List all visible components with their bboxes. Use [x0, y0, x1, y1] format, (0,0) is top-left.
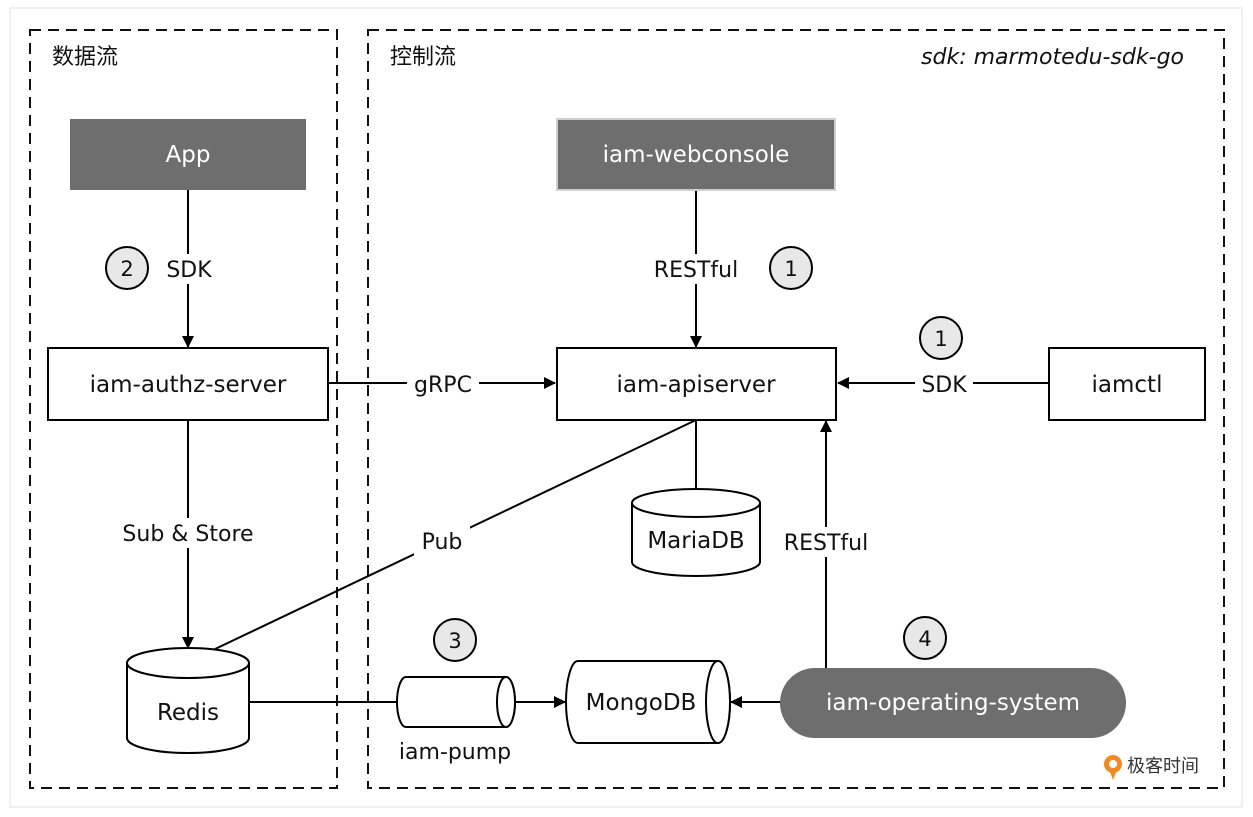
- redis-label: Redis: [157, 700, 219, 726]
- svg-text:3: 3: [448, 629, 461, 653]
- control-flow-section: [367, 29, 1225, 789]
- authz-server-label: iam-authz-server: [90, 372, 287, 398]
- apiserver-box: [556, 347, 837, 421]
- app-box: [70, 119, 306, 190]
- mariadb-label: MariaDB: [647, 528, 744, 554]
- step-circle-4: 4: [903, 616, 947, 660]
- label-sdk-app: SDK: [166, 258, 212, 283]
- authz-server-box: [47, 347, 329, 421]
- label-bg: [114, 518, 262, 548]
- app-label: App: [166, 142, 211, 168]
- label-restful-webconsole: RESTful: [654, 258, 738, 283]
- apiserver-label: iam-apiserver: [616, 372, 776, 398]
- step-circle-2: 2: [105, 246, 149, 290]
- pump-label: iam-pump: [399, 740, 511, 765]
- svg-text:2: 2: [120, 257, 133, 281]
- watermark-text: 极客时间: [1127, 756, 1199, 777]
- webconsole-box: [556, 118, 836, 191]
- pump-cylinder: [396, 676, 516, 728]
- svg-text:1: 1: [784, 257, 797, 281]
- label-bg: [414, 526, 470, 556]
- svg-text:4: 4: [918, 627, 931, 651]
- label-bg: [407, 369, 479, 399]
- webconsole-label: iam-webconsole: [603, 142, 790, 168]
- iamctl-box: [1048, 347, 1206, 421]
- operating-system-label: iam-operating-system: [826, 690, 1080, 716]
- step-circle-3: 3: [433, 618, 477, 662]
- operating-system-box: [780, 668, 1126, 738]
- label-grpc: gRPC: [414, 373, 472, 398]
- svg-text:1: 1: [934, 327, 947, 351]
- label-bg: [915, 369, 973, 399]
- data-flow-section: [29, 29, 338, 789]
- mariadb-cylinder: [631, 488, 761, 577]
- iamctl-label: iamctl: [1092, 372, 1163, 398]
- mongodb-cylinder: [565, 660, 731, 744]
- step-circle-1-iamctl: 1: [919, 316, 963, 360]
- label-sdk-iamctl: SDK: [921, 373, 967, 398]
- mongodb-label: MongoDB: [586, 690, 697, 716]
- control-flow-title: 控制流: [390, 45, 456, 70]
- data-flow-title: 数据流: [52, 45, 118, 70]
- redis-cylinder: [126, 647, 250, 754]
- label-bg: [776, 527, 876, 557]
- label-bg: [160, 254, 218, 284]
- label-restful-operating: RESTful: [784, 531, 868, 556]
- label-bg: [646, 254, 746, 284]
- label-sub-store: Sub & Store: [122, 522, 253, 547]
- step-circle-1-webconsole: 1: [769, 246, 813, 290]
- label-pub: Pub: [422, 530, 463, 555]
- geektime-logo: 极客时间: [1104, 755, 1199, 780]
- sdk-note: sdk: marmotedu-sdk-go: [921, 45, 1184, 70]
